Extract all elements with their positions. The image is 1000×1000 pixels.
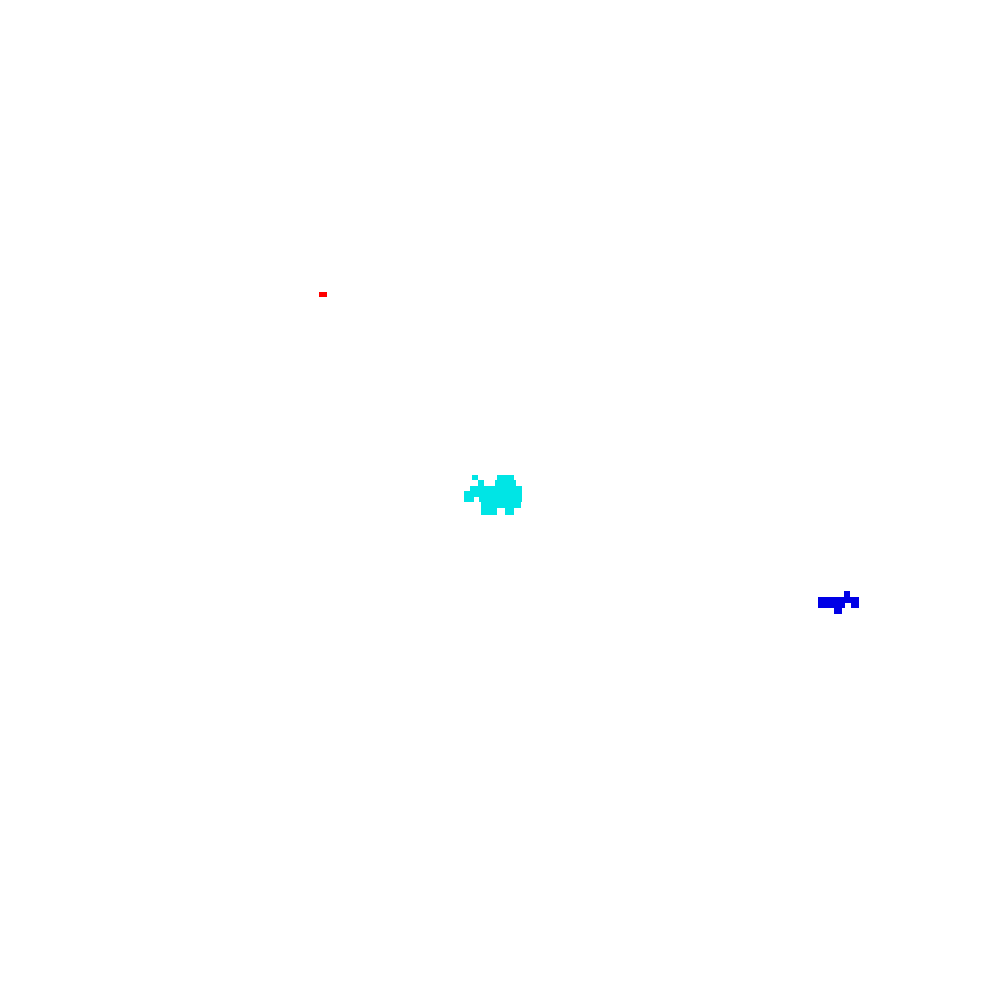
enemy-blob-cell [818, 603, 845, 608]
player-blob-cell [495, 480, 516, 486]
player-blob-cell [479, 497, 522, 502]
player-blob-cell [514, 486, 522, 491]
enemy-blob-cell [844, 591, 850, 597]
player-blob[interactable] [464, 475, 522, 515]
player-blob-cell [478, 480, 484, 486]
player-blob-cell [464, 497, 474, 502]
player-blob-cell [497, 475, 514, 480]
enemy-blob [818, 591, 859, 614]
player-blob-cell [472, 475, 478, 480]
food-pellet [319, 292, 327, 297]
player-blob-cell [505, 508, 514, 515]
player-blob-cell [464, 491, 522, 497]
enemy-blob-cell [834, 608, 842, 614]
player-blob-cell [481, 502, 521, 508]
enemy-blob-cell [818, 597, 859, 603]
food-pellet-cell [319, 292, 327, 297]
player-blob-cell [481, 508, 497, 515]
player-blob-cell [470, 486, 514, 491]
enemy-blob-cell [851, 603, 859, 608]
